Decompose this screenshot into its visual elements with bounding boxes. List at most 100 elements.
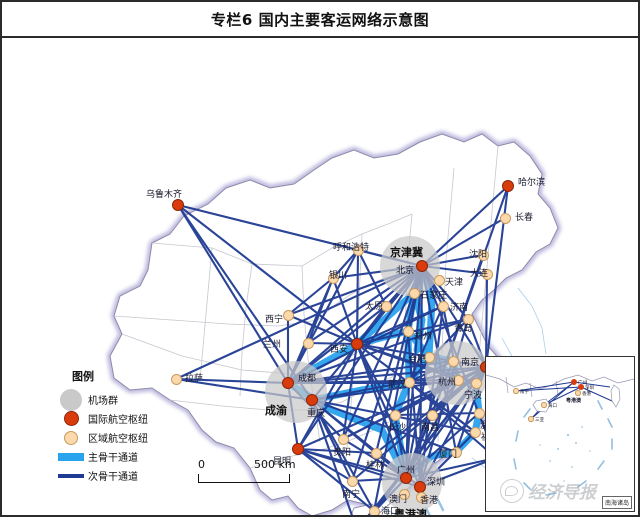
city-node-regional[interactable] xyxy=(499,212,511,224)
cluster-blob-yuegangao xyxy=(382,453,442,513)
city-label: 石家庄 xyxy=(420,291,448,301)
city-node-regional[interactable] xyxy=(398,488,410,500)
city-node-international[interactable] xyxy=(502,180,514,192)
legend-label-regional-hub: 区域航空枢纽 xyxy=(88,434,148,445)
map-canvas: 乌鲁木齐哈尔滨长春沈阳大连呼和浩特北京天津石家庄银川太原济南青岛西宁兰州西安郑州… xyxy=(2,38,638,515)
legend-label-main-corridor: 主骨干通道 xyxy=(88,453,138,464)
city-label: 南京 xyxy=(461,358,480,368)
legend-item-international-hub: 国际航空枢纽 xyxy=(54,409,204,428)
city-node-regional[interactable] xyxy=(481,268,493,280)
city-label: 天津 xyxy=(445,278,464,288)
legend-label-international-hub: 国际航空枢纽 xyxy=(88,415,148,426)
city-node-regional[interactable] xyxy=(462,313,474,325)
city-label: 澳门 xyxy=(389,495,408,505)
legend-item-secondary-corridor: 次骨干通道 xyxy=(54,466,204,485)
city-node-regional[interactable] xyxy=(470,377,482,389)
city-label: 长沙 xyxy=(388,423,407,433)
cluster-blob-jingjinji xyxy=(380,236,440,296)
city-label: 成都 xyxy=(298,374,317,384)
city-node-regional[interactable] xyxy=(346,475,358,487)
city-node-international[interactable] xyxy=(306,394,318,406)
city-label: 乌鲁木齐 xyxy=(146,190,183,200)
city-node-regional[interactable] xyxy=(402,325,414,337)
city-node-regional[interactable] xyxy=(327,272,339,284)
city-label: 海口 xyxy=(381,507,400,517)
city-label: 香港 xyxy=(420,496,439,506)
city-label: 拉萨 xyxy=(185,374,204,384)
scale-max-label: 500 km xyxy=(254,458,296,471)
city-node-international[interactable] xyxy=(172,199,184,211)
city-node-regional[interactable] xyxy=(469,426,481,438)
city-node-regional[interactable] xyxy=(415,491,427,503)
city-label: 南宁 xyxy=(342,490,361,500)
legend-item-airport-cluster: 机场群 xyxy=(54,388,204,411)
inset-city-label: 广州 xyxy=(578,380,587,386)
legend-item-main-corridor: 主骨干通道 xyxy=(54,447,204,466)
legend-item-regional-hub: 区域航空枢纽 xyxy=(54,428,204,447)
city-label: 昆明 xyxy=(273,457,292,467)
city-node-regional[interactable] xyxy=(450,446,462,458)
inset-coastline xyxy=(486,374,634,390)
inset-taiwan xyxy=(610,384,621,408)
city-node-regional[interactable] xyxy=(403,376,415,388)
city-label: 武汉 xyxy=(388,380,407,390)
city-node-international[interactable] xyxy=(400,472,412,484)
international-hub-icon xyxy=(54,411,88,426)
city-node-regional[interactable] xyxy=(408,287,420,299)
city-label: 哈尔滨 xyxy=(518,178,546,188)
scale-bar-line xyxy=(198,474,290,483)
city-node-international[interactable] xyxy=(282,377,294,389)
inset-base-layer xyxy=(486,374,634,496)
scale-min-label: 0 xyxy=(198,458,205,471)
city-node-international[interactable] xyxy=(292,443,304,455)
city-node-regional[interactable] xyxy=(352,244,364,256)
city-node-regional[interactable] xyxy=(170,373,182,385)
airport-cluster-icon xyxy=(54,388,88,411)
city-node-regional[interactable] xyxy=(302,337,314,349)
figure-title-bar: 专栏6 国内主要客运网络示意图 xyxy=(2,2,638,38)
cluster-label: 成渝 xyxy=(265,404,287,417)
city-label: 合肥 xyxy=(408,355,427,365)
city-node-international[interactable] xyxy=(416,260,428,272)
city-label: 太原 xyxy=(365,302,384,312)
regional-hub-icon xyxy=(54,430,88,445)
city-node-regional[interactable] xyxy=(437,300,449,312)
city-node-international[interactable] xyxy=(351,338,363,350)
city-node-regional[interactable] xyxy=(473,407,485,419)
city-node-regional[interactable] xyxy=(389,409,401,421)
inset-dashed-territorial-line xyxy=(513,400,613,496)
inset-city-node[interactable] xyxy=(575,390,581,396)
city-node-regional[interactable] xyxy=(337,433,349,445)
city-label: 郑州 xyxy=(414,332,433,342)
inset-city-node[interactable] xyxy=(578,384,584,390)
city-node-regional[interactable] xyxy=(282,309,294,321)
inset-city-label: 三亚 xyxy=(535,418,544,423)
city-node-regional[interactable] xyxy=(370,447,382,459)
city-node-regional[interactable] xyxy=(368,505,380,515)
inset-city-label: 海口 xyxy=(548,404,557,409)
city-node-regional[interactable] xyxy=(380,300,392,312)
city-label: 重庆 xyxy=(307,409,326,419)
cluster-label: 京津冀 xyxy=(390,246,423,259)
city-node-regional[interactable] xyxy=(477,249,489,261)
city-label: 厦门 xyxy=(439,450,458,460)
inset-city-node[interactable] xyxy=(528,416,534,422)
city-node-regional[interactable] xyxy=(423,351,435,363)
inset-corridors xyxy=(515,381,613,420)
city-node-regional[interactable] xyxy=(452,374,464,386)
city-label: 广州 xyxy=(397,466,416,476)
city-node-regional[interactable] xyxy=(426,409,438,421)
city-node-regional[interactable] xyxy=(447,355,459,367)
legend: 图例 机场群 国际航空枢纽 区域航空枢纽 主骨干通道 次骨干通道 xyxy=(54,368,204,485)
cluster-blob-chengyu xyxy=(265,361,327,423)
main-corridor-icon xyxy=(54,452,88,461)
inset-city-node[interactable] xyxy=(513,388,519,394)
cluster-blob-changsanjiao xyxy=(425,341,489,405)
city-label: 西宁 xyxy=(265,315,284,325)
city-node-regional[interactable] xyxy=(433,274,445,286)
inset-city-node[interactable] xyxy=(571,379,577,385)
inset-cluster-label: 粤港澳 xyxy=(566,398,582,404)
city-label: 兰州 xyxy=(263,340,282,350)
inset-city-node[interactable] xyxy=(541,402,547,408)
